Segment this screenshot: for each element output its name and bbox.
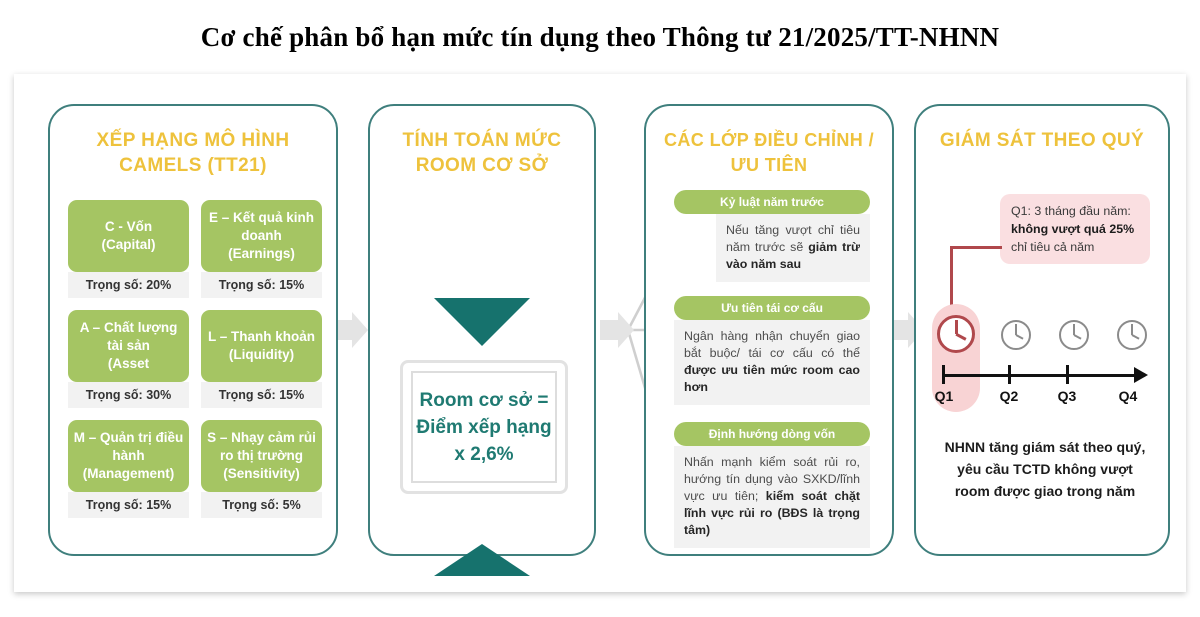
formula-text: Room cơ sở = Điểm xếp hạng x 2,6%: [416, 389, 552, 465]
camels-box-label: C - Vốn(Capital): [68, 200, 189, 272]
callout-elbow-vertical: [950, 246, 953, 324]
clock-icon-q2: [1001, 320, 1031, 350]
clock-minute-hand: [955, 320, 958, 334]
timeline-tick-q3: [1066, 365, 1069, 384]
connector-room-to-layers: [600, 310, 634, 350]
camels-label-2: A – Chất lượng tài sản(Asset: [79, 320, 178, 371]
board-inner: XẾP HẠNG MÔ HÌNH CAMELS (TT21) C - Vốn(C…: [14, 74, 1186, 592]
timeline-axis: [942, 374, 1136, 377]
formula-frame: Room cơ sở = Điểm xếp hạng x 2,6%: [400, 360, 568, 494]
clock-minute-hand: [1073, 324, 1075, 335]
panel-camels-title: XẾP HẠNG MÔ HÌNH CAMELS (TT21): [96, 130, 290, 176]
layer-body-0: Nếu tăng vượt chỉ tiêu năm trước sẽ giảm…: [716, 214, 870, 282]
layer-body-1: Ngân hàng nhận chuyển giao bắt buộc/ tái…: [674, 320, 870, 405]
clock-hour-hand: [955, 332, 967, 341]
callout-elbow-horizontal: [950, 246, 1002, 249]
panel-supervision-title: GIÁM SÁT THEO QUÝ: [939, 130, 1145, 151]
timeline-tick-q2: [1008, 365, 1011, 384]
connector-camels-to-room: [334, 310, 368, 350]
quarter-label-q1: Q1: [934, 388, 954, 404]
camels-label-1: E – Kết quả kinh doanh(Earnings): [208, 210, 315, 261]
clock-hour-hand: [1073, 334, 1082, 340]
timeline-arrow-head-icon: [1134, 367, 1148, 383]
q1-note-bold-1: không vượt quá 25%: [1011, 222, 1135, 236]
page-title: Cơ chế phân bổ hạn mức tín dụng theo Thô…: [200, 22, 1000, 52]
panel-room-title: TÍNH TOÁN MỨC ROOM CƠ SỞ: [402, 130, 562, 176]
infographic-board: XẾP HẠNG MÔ HÌNH CAMELS (TT21) C - Vốn(C…: [14, 74, 1186, 592]
camels-item-earnings[interactable]: E – Kết quả kinh doanh(Earnings) Trọng s…: [201, 200, 322, 298]
timeline-tick-q1: [942, 365, 945, 384]
layer-chip-2: Định hướng dòng vốn: [674, 422, 870, 446]
triangle-up-icon: [434, 544, 530, 576]
q1-note-callout: Q1: 3 tháng đầu năm: không vượt quá 25% …: [1000, 194, 1150, 264]
clock-icon-q3: [1059, 320, 1089, 350]
clock-minute-hand: [1131, 324, 1133, 335]
panel-quarterly-supervision: GIÁM SÁT THEO QUÝ Q1: 3 tháng đầu năm: k…: [914, 104, 1170, 556]
layer-text-bold-1: được ưu tiên mức room cao hơn: [684, 363, 860, 394]
panel-camels-ranking: XẾP HẠNG MÔ HÌNH CAMELS (TT21) C - Vốn(C…: [48, 104, 338, 556]
camels-item-capital[interactable]: C - Vốn(Capital) Trọng số: 20%: [68, 200, 189, 298]
camels-item-management[interactable]: M – Quản trị điều hành(Management) Trọng…: [68, 420, 189, 518]
camels-box-label: M – Quản trị điều hành(Management): [68, 420, 189, 492]
camels-weight-4: Trọng số: 15%: [68, 492, 189, 518]
camels-box-label: A – Chất lượng tài sản(Asset: [68, 310, 189, 382]
layer-item-capital-flow[interactable]: Định hướng dòng vốn Nhấn mạnh kiểm soát …: [674, 422, 870, 548]
camels-label-0: C - Vốn(Capital): [101, 219, 156, 252]
camels-box-label: S – Nhạy cảm rủi ro thị trường(Sensitivi…: [201, 420, 322, 492]
quarter-label-q2: Q2: [999, 388, 1019, 404]
camels-weight-5: Trọng số: 5%: [201, 492, 322, 518]
camels-label-4: M – Quản trị điều hành(Management): [73, 430, 184, 481]
q1-note-plain-1: Q1: 3 tháng đầu năm:: [1011, 204, 1131, 218]
clock-minute-hand: [1015, 324, 1017, 335]
camels-item-sensitivity[interactable]: S – Nhạy cảm rủi ro thị trường(Sensitivi…: [201, 420, 322, 518]
camels-item-asset[interactable]: A – Chất lượng tài sản(Asset Trọng số: 3…: [68, 310, 189, 408]
quarter-label-q4: Q4: [1118, 388, 1138, 404]
supervision-footer-note: NHNN tăng giám sát theo quý, yêu cầu TCT…: [944, 439, 1146, 499]
camels-label-3: L – Thanh khoản(Liquidity): [207, 329, 315, 362]
layer-text-plain-2: Nhấn mạnh kiểm soát rủi ro, hướng tín dụ…: [684, 455, 860, 503]
layer-text-plain-0: Nếu tăng vượt chỉ tiêu năm trước sẽ: [726, 223, 860, 254]
camels-weight-3: Trọng số: 15%: [201, 382, 322, 408]
camels-box-label: E – Kết quả kinh doanh(Earnings): [201, 200, 322, 272]
formula-inner-frame: Room cơ sở = Điểm xếp hạng x 2,6%: [411, 371, 557, 483]
layer-item-discipline[interactable]: Kỷ luật năm trước Nếu tăng vượt chỉ tiêu…: [674, 190, 870, 282]
layer-body-2: Nhấn mạnh kiểm soát rủi ro, hướng tín dụ…: [674, 446, 870, 548]
layer-text-bold-2: kiểm soát chặt lĩnh vực rủi ro (BĐS là t…: [684, 489, 860, 537]
clock-icon-q4: [1117, 320, 1147, 350]
layer-chip-0: Kỷ luật năm trước: [674, 190, 870, 214]
clock-hour-hand: [1131, 334, 1140, 340]
quarter-label-q3: Q3: [1057, 388, 1077, 404]
camels-weight-1: Trọng số: 15%: [201, 272, 322, 298]
camels-weight-2: Trọng số: 30%: [68, 382, 189, 408]
camels-item-liquidity[interactable]: L – Thanh khoản(Liquidity) Trọng số: 15%: [201, 310, 322, 408]
panel-adjustment-layers: CÁC LỚP ĐIỀU CHỈNH / ƯU TIÊN Kỷ luật năm…: [644, 104, 894, 556]
layer-chip-1: Ưu tiên tái cơ cấu: [674, 296, 870, 320]
camels-label-5: S – Nhạy cảm rủi ro thị trường(Sensitivi…: [207, 430, 316, 481]
layer-text-bold-0: giảm trừ vào năm sau: [726, 240, 860, 271]
q1-note-plain-2: chỉ tiêu cả năm: [1011, 240, 1095, 254]
camels-box-label: L – Thanh khoản(Liquidity): [201, 310, 322, 382]
clock-icon-q1: [937, 315, 975, 353]
camels-weight-0: Trọng số: 20%: [68, 272, 189, 298]
panel-layers-title: CÁC LỚP ĐIỀU CHỈNH / ƯU TIÊN: [663, 130, 875, 175]
panel-room-calculation: TÍNH TOÁN MỨC ROOM CƠ SỞ Room cơ sở = Đi…: [368, 104, 596, 576]
triangle-down-icon: [434, 298, 530, 346]
layer-item-restructuring[interactable]: Ưu tiên tái cơ cấu Ngân hàng nhận chuyển…: [674, 296, 870, 405]
layer-text-plain-1: Ngân hàng nhận chuyển giao bắt buộc/ tái…: [684, 329, 860, 360]
clock-hour-hand: [1015, 334, 1024, 340]
camels-grid: C - Vốn(Capital) Trọng số: 20% E – Kết q…: [68, 200, 322, 518]
